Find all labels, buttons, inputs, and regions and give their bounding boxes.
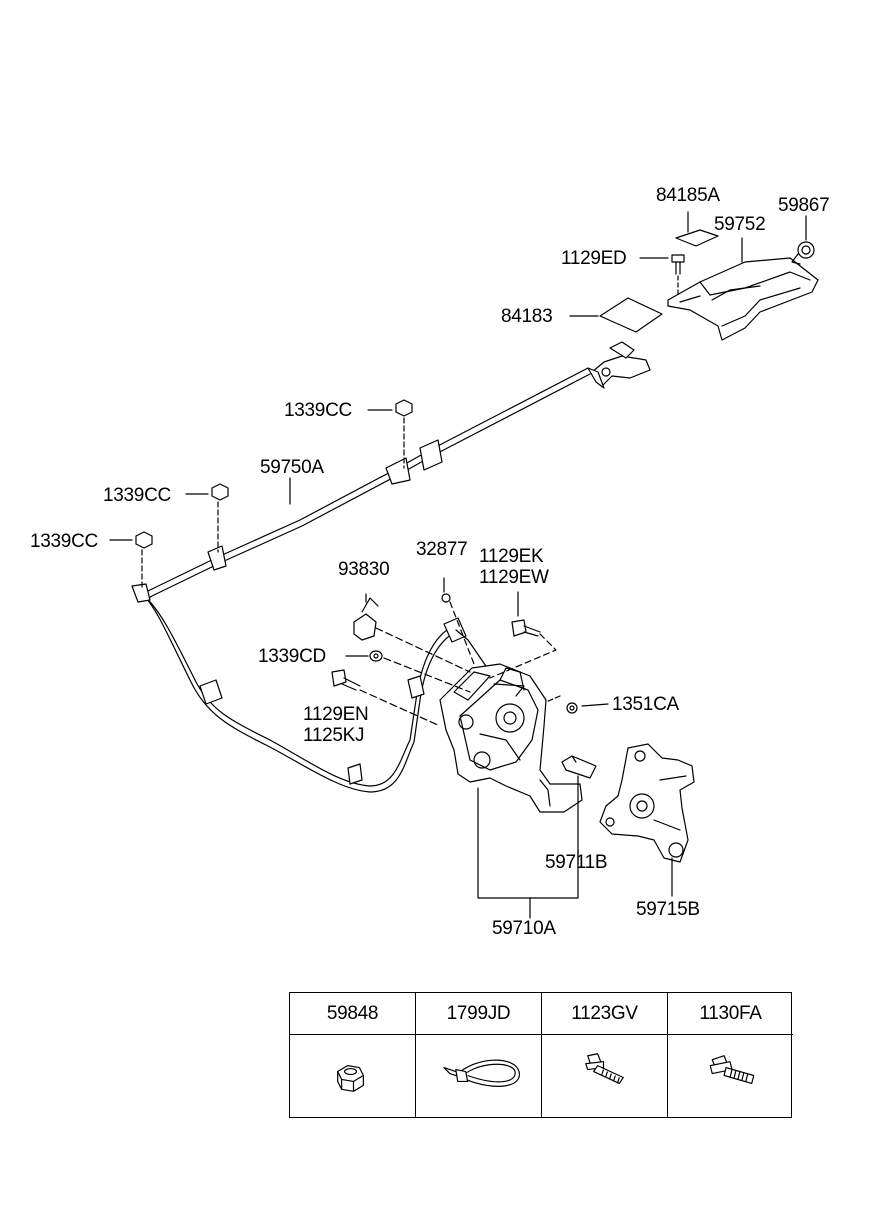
cable-end-fitting — [587, 341, 651, 389]
label-1339CC-mid: 1339CC — [103, 485, 171, 506]
cover-plate-59752 — [667, 257, 819, 341]
label-93830: 93830 — [338, 559, 390, 580]
label-84185A: 84185A — [656, 185, 720, 206]
label-1129ED: 1129ED — [561, 248, 627, 269]
legend-part-number: 59848 — [290, 993, 415, 1035]
label-1339CD: 1339CD — [258, 646, 326, 667]
label-1129EK: 1129EK — [479, 546, 544, 567]
legend-cell: 1799JD — [416, 993, 542, 1117]
label-1339CC-top: 1339CC — [284, 400, 352, 421]
label-1339CC-left: 1339CC — [30, 531, 98, 552]
label-59715B: 59715B — [636, 899, 700, 920]
label-patch-84183 — [599, 297, 663, 333]
clip-59867 — [791, 241, 815, 265]
parking-brake-pedal-59710A — [439, 663, 583, 813]
nut-1339CC-left — [109, 531, 153, 589]
nut-icon — [290, 1034, 415, 1117]
parts-legend-table: 59848 1799JD — [289, 992, 793, 1118]
label-59750A: 59750A — [260, 457, 324, 478]
label-59752: 59752 — [714, 214, 766, 235]
screw-32877 — [441, 577, 475, 665]
label-84183: 84183 — [501, 306, 553, 327]
label-1351CA: 1351CA — [612, 694, 679, 715]
legend-part-number: 1130FA — [668, 993, 793, 1035]
nut-1351CA — [545, 695, 609, 714]
cable-tie-icon — [416, 1034, 541, 1117]
legend-cell: 59848 — [290, 993, 416, 1117]
legend-cell: 1123GV — [542, 993, 668, 1117]
label-1129EN: 1129EN — [303, 704, 369, 725]
legend-part-number: 1123GV — [542, 993, 667, 1035]
bracket-59715B — [599, 743, 695, 863]
label-59867: 59867 — [778, 195, 830, 216]
label-1125KJ: 1125KJ — [303, 725, 365, 746]
label-59711B: 59711B — [545, 852, 608, 873]
nut-1339CC-mid — [185, 483, 229, 553]
screw-1129ED — [671, 254, 685, 297]
label-patch-84185A — [675, 229, 719, 247]
label-1129EW: 1129EW — [479, 567, 549, 588]
legend-cell: 1130FA — [668, 993, 793, 1117]
washer-1339CD — [345, 650, 471, 693]
bolt-icon — [542, 1034, 667, 1117]
bolt-icon — [668, 1034, 793, 1117]
label-59710A: 59710A — [492, 918, 556, 939]
parking-brake-cable-59750A — [131, 367, 591, 793]
switch-93830 — [353, 593, 471, 673]
label-32877: 32877 — [416, 539, 468, 560]
bolt-1129EK — [489, 591, 557, 679]
pedal-pad-59711B — [561, 755, 597, 779]
nut-1339CC-top — [367, 399, 413, 469]
bolt-1129EN — [331, 669, 441, 727]
legend-part-number: 1799JD — [416, 993, 541, 1035]
